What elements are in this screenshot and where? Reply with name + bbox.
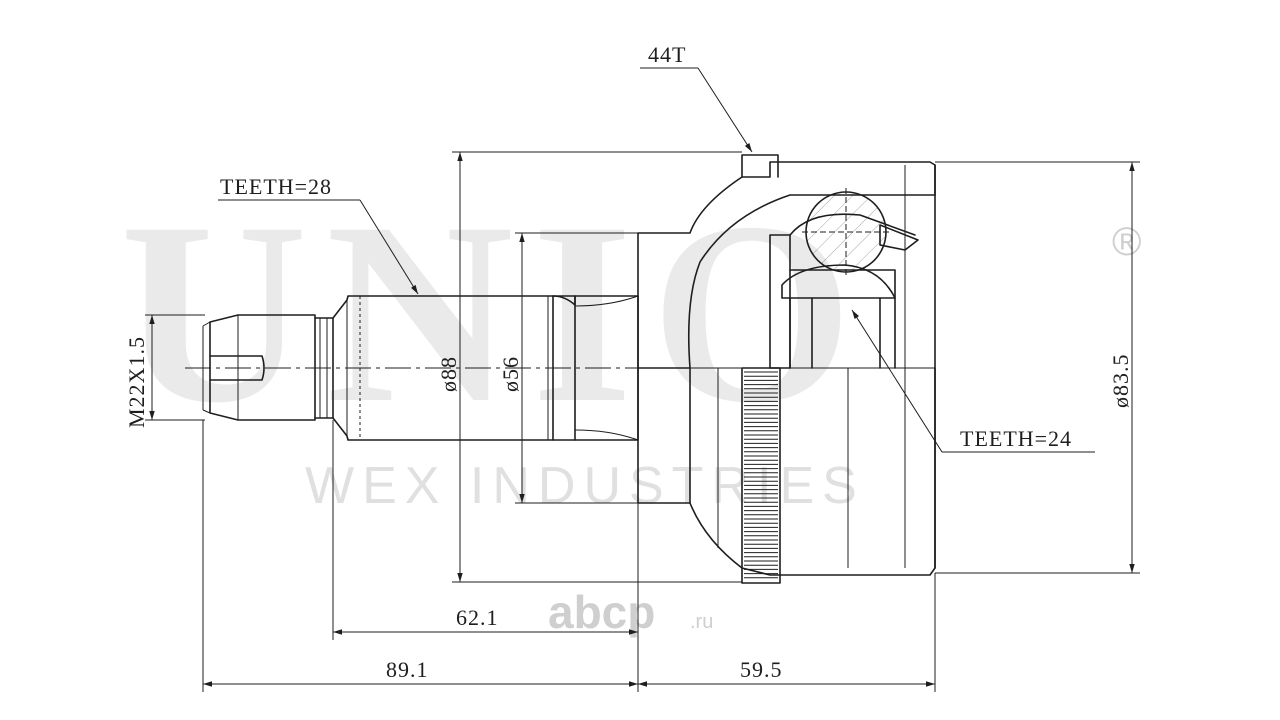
label-dia-shaft: ø56 xyxy=(498,356,523,392)
dim-body-length: 59.5 xyxy=(638,573,936,692)
abcp-logo-tld: .ru xyxy=(690,611,713,633)
label-thread: M22X1.5 xyxy=(124,336,149,428)
label-shaft-teeth: TEETH=28 xyxy=(220,174,332,199)
leader-inner-teeth: TEETH=24 xyxy=(851,309,1095,453)
label-len-body: 59.5 xyxy=(740,657,783,682)
dim-shaft-diameter: ø56 xyxy=(498,232,638,504)
dim-thread: M22X1.5 xyxy=(124,314,205,428)
leader-shaft-teeth: TEETH=28 xyxy=(218,174,419,295)
watermark-brand: UNIO xyxy=(120,169,871,457)
leader-gear-teeth: 44T xyxy=(640,42,753,153)
label-dia-body: ø83.5 xyxy=(1108,354,1133,409)
abcp-logo-name: abcp xyxy=(548,586,655,638)
watermark: UNIO ® WEX INDUSTRIES abcp .ru xyxy=(120,169,1141,638)
dim-body-diameter: ø83.5 xyxy=(935,161,1140,574)
label-gear-teeth: 44T xyxy=(648,42,686,67)
label-inner-teeth: TEETH=24 xyxy=(960,426,1072,451)
dim-outer-hub-diameter: ø88 xyxy=(436,151,742,583)
watermark-registered-mark: ® xyxy=(1112,220,1141,264)
splined-shaft xyxy=(332,295,554,441)
label-len-shaft: 62.1 xyxy=(456,605,499,630)
abs-ring-teeth xyxy=(744,371,778,579)
watermark-company: WEX INDUSTRIES xyxy=(305,457,865,515)
label-dia-outer-hub: ø88 xyxy=(436,356,461,392)
ball-hatch xyxy=(806,192,886,272)
label-len-total-left: 89.1 xyxy=(386,657,429,682)
threaded-end xyxy=(202,314,334,421)
abcp-logo: abcp .ru xyxy=(548,586,713,638)
dim-total-left-length: 89.1 xyxy=(202,420,639,692)
dim-shaft-length: 62.1 xyxy=(332,420,639,640)
abs-tone-ring xyxy=(741,367,781,584)
inner-joint xyxy=(781,188,919,369)
